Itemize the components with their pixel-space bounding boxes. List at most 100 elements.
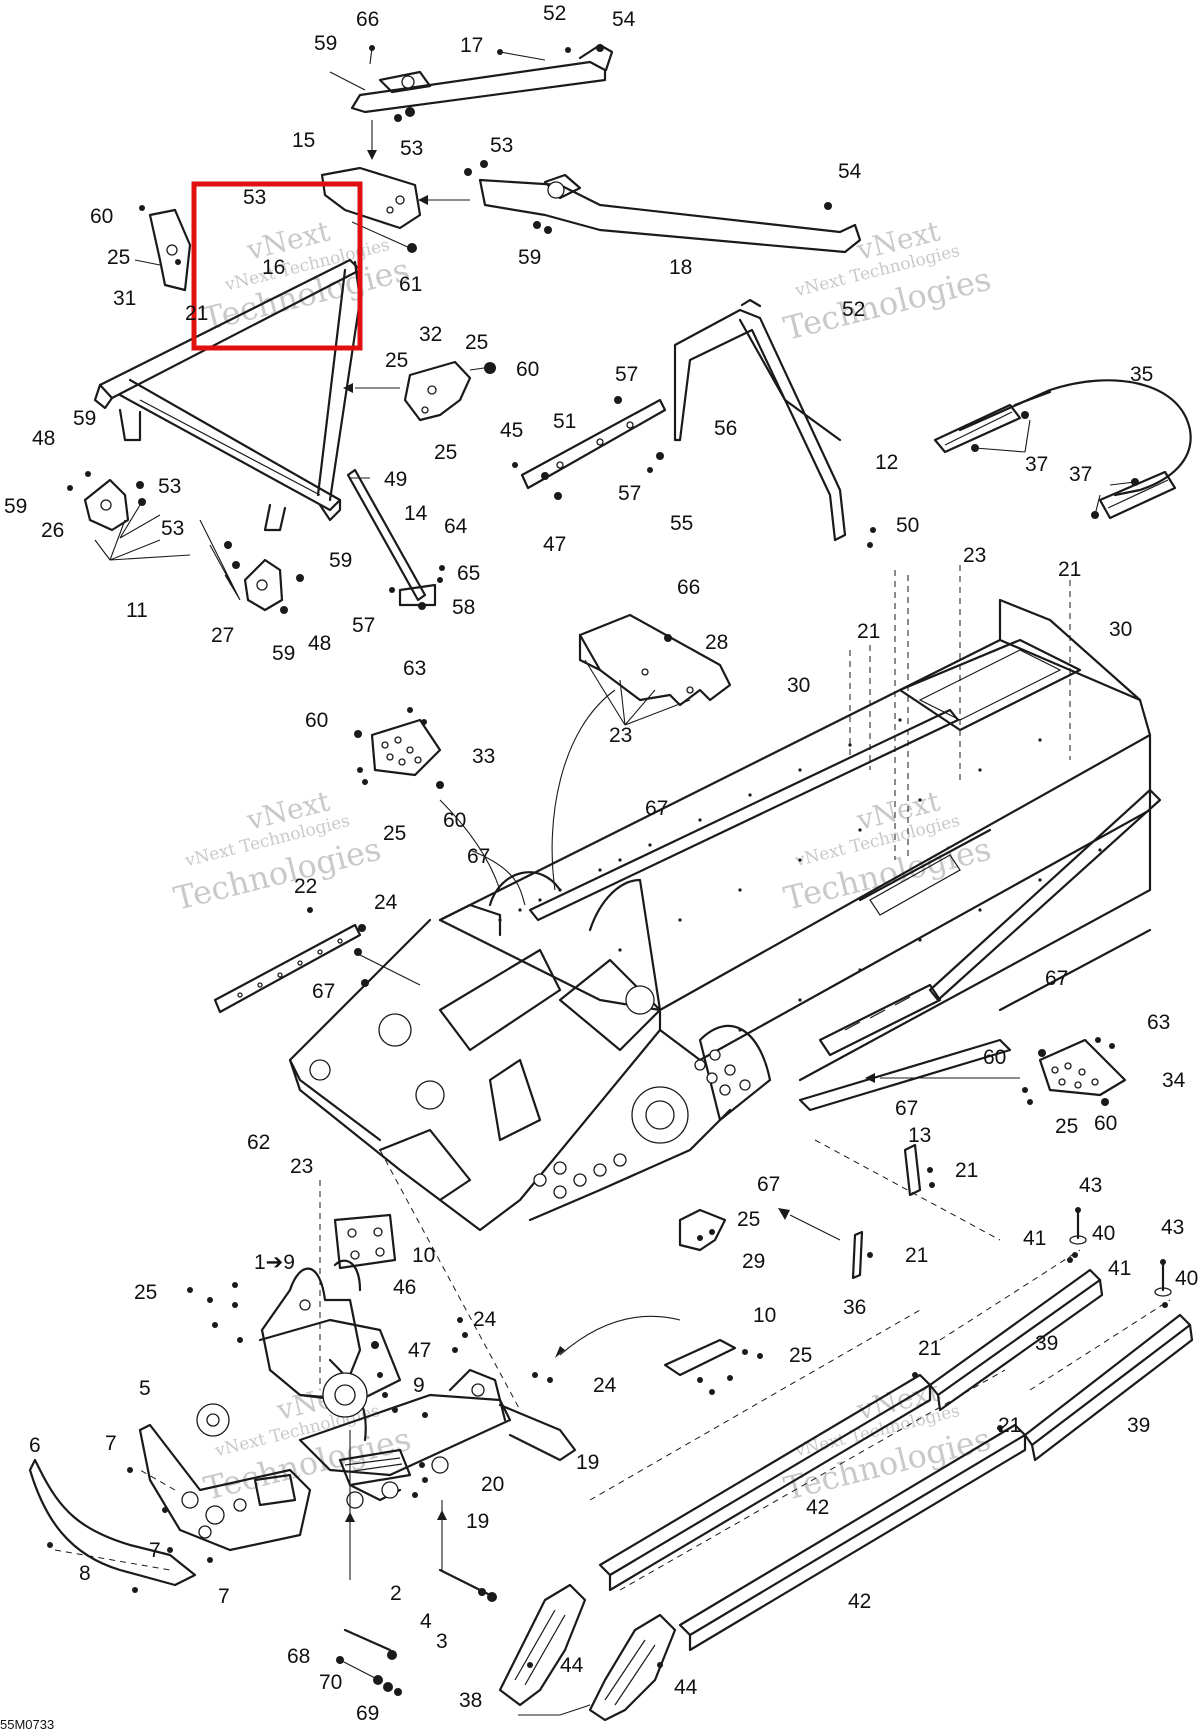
- callout-label: 25: [107, 246, 130, 269]
- callout-label: 52: [543, 2, 566, 25]
- callout-label: 7: [105, 1432, 117, 1455]
- callout-label: 53: [400, 137, 423, 160]
- callout-label: 59: [518, 246, 541, 269]
- callout-label: 21: [998, 1414, 1021, 1437]
- part-10-plate-lower: [663, 1338, 763, 1395]
- callout-label: 27: [211, 624, 234, 647]
- callout-label: 39: [1127, 1414, 1150, 1437]
- callout-label: 60: [305, 709, 328, 732]
- highlight-box: [191, 181, 363, 351]
- callout-label: 6: [29, 1434, 41, 1457]
- part-16-a-frame: [93, 258, 362, 532]
- callout-label: 63: [1147, 1011, 1170, 1034]
- callout-label: 25: [1055, 1115, 1078, 1138]
- callout-label: 44: [674, 1676, 698, 1699]
- part-39-runner-b: [1023, 1313, 1194, 1462]
- callout-label: 67: [895, 1097, 918, 1120]
- callout-label: 9: [413, 1374, 425, 1397]
- callout-label: 24: [374, 891, 398, 914]
- callout-label: 18: [669, 256, 692, 279]
- callout-label: 54: [838, 160, 862, 183]
- part-17-upper-bar: [329, 43, 614, 122]
- callout-label: 21: [905, 1244, 928, 1267]
- callout-label: 21: [857, 620, 880, 643]
- callout-label: 61: [399, 273, 422, 296]
- callout-label: 46: [393, 1276, 416, 1299]
- callout-label: 67: [645, 797, 668, 820]
- part-38-mount-b: [588, 1613, 677, 1722]
- callout-label: 51: [553, 410, 576, 433]
- callout-label: 49: [384, 468, 407, 491]
- callout-label: 29: [742, 1250, 765, 1273]
- callout-label: 67: [757, 1173, 780, 1196]
- callout-label: 25: [134, 1281, 157, 1304]
- callout-labels: 66 52 54 59 17 53 53 15 53 16 60 25 31 2…: [4, 2, 1198, 1725]
- part-31-bracket: [134, 205, 192, 292]
- callout-label: 38: [459, 1689, 482, 1712]
- callout-label: 26: [41, 519, 64, 542]
- callout-label: 47: [408, 1339, 431, 1362]
- tunnel-rail-lower: [798, 1038, 1012, 1112]
- part-39-runner-a: [928, 1268, 1104, 1412]
- part-12-hoop: [673, 298, 876, 548]
- callout-label: 15: [292, 129, 315, 152]
- callout-label: 10: [753, 1304, 776, 1327]
- callout-label: 41: [1108, 1257, 1131, 1280]
- callout-label: 30: [787, 674, 810, 697]
- callout-label: 62: [247, 1131, 270, 1154]
- callout-label: 58: [452, 596, 475, 619]
- part-14-link-rod: [346, 468, 445, 610]
- callout-label: 53: [243, 186, 266, 209]
- callout-label: 40: [1175, 1267, 1198, 1290]
- callout-label: 19: [576, 1451, 599, 1474]
- callout-label: 48: [32, 427, 55, 450]
- callout-label: 14: [404, 502, 428, 525]
- callout-label: 70: [319, 1671, 342, 1694]
- callout-label: 48: [308, 632, 331, 655]
- callout-label: 56: [714, 417, 737, 440]
- callout-label: 23: [609, 724, 632, 747]
- callout-label: 59: [4, 495, 27, 518]
- callout-label: 57: [352, 614, 375, 637]
- callout-label: 59: [314, 32, 337, 55]
- part-13-plate: [903, 1143, 935, 1197]
- callout-label: 53: [161, 517, 184, 540]
- part-15-bracket: [320, 166, 470, 253]
- callout-label: 21: [955, 1159, 978, 1182]
- callout-label: 24: [473, 1308, 497, 1331]
- callout-label: 23: [963, 544, 986, 567]
- callout-label: 60: [443, 809, 466, 832]
- callout-label: 21: [185, 302, 208, 325]
- part-35-grab-bar: [933, 379, 1192, 520]
- callout-label: 33: [472, 745, 495, 768]
- callout-label: 53: [158, 475, 181, 498]
- callout-label: 60: [1094, 1112, 1117, 1135]
- callout-label: 66: [677, 576, 700, 599]
- part-22-rail: [213, 907, 369, 1014]
- callout-label: 36: [843, 1296, 866, 1319]
- callout-label: 25: [434, 441, 457, 464]
- callout-label: 7: [149, 1539, 161, 1562]
- callout-label: 37: [1025, 453, 1048, 476]
- callout-label: 3: [436, 1630, 448, 1653]
- callout-label: 65: [457, 562, 480, 585]
- callout-label: 64: [444, 515, 468, 538]
- callout-label: 42: [806, 1496, 829, 1519]
- callout-label: 19: [466, 1510, 489, 1533]
- callout-label: 34: [1162, 1069, 1186, 1092]
- lower-hardware: [336, 1568, 497, 1696]
- callout-label: 23: [290, 1155, 313, 1178]
- callout-label: 63: [403, 657, 426, 680]
- callout-label: 24: [593, 1374, 617, 1397]
- callout-label: 8: [79, 1562, 91, 1585]
- callout-label: 45: [500, 419, 523, 442]
- part-32-bracket: [343, 360, 496, 422]
- front-suspension-assembly: [196, 1259, 577, 1509]
- callout-label: 7: [218, 1585, 230, 1608]
- callout-label: 59: [73, 407, 96, 430]
- callout-label: 47: [543, 533, 566, 556]
- callout-label: 39: [1035, 1332, 1058, 1355]
- callout-label: 25: [383, 822, 406, 845]
- callout-label: 67: [312, 980, 335, 1003]
- callout-label: 43: [1161, 1216, 1184, 1239]
